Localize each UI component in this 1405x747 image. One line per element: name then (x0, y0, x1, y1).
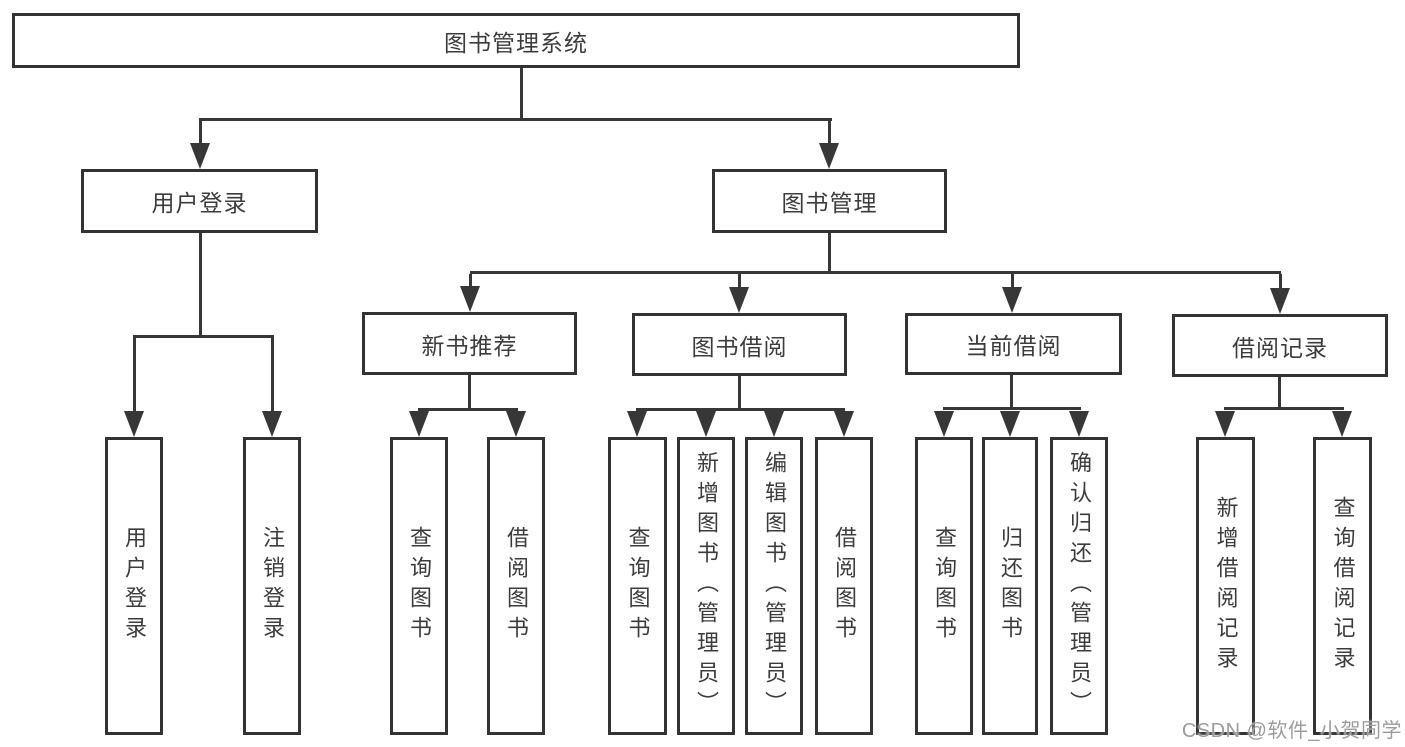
arrowhead-down-icon (1002, 287, 1022, 313)
connector-line (636, 408, 845, 411)
connector-line (468, 375, 471, 408)
connector-line (1279, 274, 1282, 292)
arrowhead-down-icon (764, 411, 784, 437)
leaf-query-books-recommend: 查询图书 (390, 437, 448, 735)
leaf-user-login: 用户登录 (105, 437, 163, 735)
connector-line (271, 338, 274, 415)
arrowhead-down-icon (124, 411, 144, 437)
leaf-label: 编辑图书（管理员） (762, 451, 787, 721)
connector-line (1224, 407, 1344, 410)
arrowhead-down-icon (934, 411, 954, 437)
connector-line (199, 121, 202, 147)
leaf-return-books: 归还图书 (982, 437, 1038, 735)
connector-line (418, 408, 518, 411)
connector-line (943, 407, 1081, 410)
node-current-borrowing: 当前借阅 (905, 313, 1122, 375)
arrowhead-down-icon (729, 287, 749, 313)
arrowhead-down-icon (506, 411, 526, 437)
arrowhead-down-icon (190, 143, 210, 169)
leaf-label: 确认归还（管理员） (1067, 451, 1092, 721)
leaf-edit-book-admin: 编辑图书（管理员） (745, 437, 803, 735)
leaf-label: 新增借阅记录 (1213, 496, 1239, 676)
node-book-borrowing: 图书借阅 (632, 313, 847, 376)
csdn-watermark: CSDN @软件_小贺同学 (1181, 720, 1402, 742)
connector-line (828, 121, 831, 147)
connector-line (199, 233, 202, 335)
arrowhead-down-icon (1332, 411, 1352, 437)
leaf-label: 借阅图书 (832, 526, 857, 646)
connector-line (1278, 377, 1281, 407)
connector-line (199, 118, 832, 121)
connector-line (738, 376, 741, 408)
connector-line (133, 335, 274, 338)
arrowhead-down-icon (460, 286, 480, 312)
arrowhead-down-icon (1215, 411, 1235, 437)
node-new-book-recommend: 新书推荐 (362, 312, 577, 375)
node-root-library-system: 图书管理系统 (12, 13, 1020, 68)
leaf-query-books-current: 查询图书 (915, 437, 973, 735)
leaf-label: 查询图书 (932, 526, 957, 646)
leaf-label: 查询图书 (407, 526, 432, 646)
arrowhead-down-icon (409, 411, 429, 437)
node-borrowing-records: 借阅记录 (1172, 314, 1388, 377)
arrowhead-down-icon (1000, 411, 1020, 437)
leaf-borrow-books-recommend: 借阅图书 (487, 437, 545, 735)
leaf-query-books-borrowing: 查询图书 (608, 437, 667, 735)
leaf-query-borrow-record: 查询借阅记录 (1313, 437, 1372, 735)
arrowhead-down-icon (1270, 288, 1290, 314)
connector-line (1011, 274, 1014, 291)
connector-line (520, 68, 523, 121)
connector-line (469, 274, 472, 290)
arrowhead-down-icon (834, 411, 854, 437)
leaf-label: 用户登录 (122, 526, 147, 646)
leaf-label: 借阅图书 (504, 526, 529, 646)
connector-line (1010, 375, 1013, 407)
leaf-confirm-return-admin: 确认归还（管理员） (1050, 437, 1108, 735)
arrowhead-down-icon (262, 411, 282, 437)
leaf-label: 查询图书 (625, 526, 651, 646)
node-book-management: 图书管理 (712, 169, 947, 233)
leaf-label: 新增图书（管理员） (694, 451, 719, 721)
arrowhead-down-icon (1069, 411, 1089, 437)
leaf-add-book-admin: 新增图书（管理员） (677, 437, 735, 735)
leaf-label: 归还图书 (998, 526, 1023, 646)
connector-line (470, 271, 1281, 274)
connector-line (828, 233, 831, 271)
connector-line (133, 338, 136, 415)
arrowhead-down-icon (627, 411, 647, 437)
node-user-login: 用户登录 (81, 169, 318, 233)
leaf-logout: 注销登录 (243, 437, 301, 735)
leaf-label: 查询借阅记录 (1330, 496, 1356, 676)
arrowhead-down-icon (819, 143, 839, 169)
leaf-borrow-books-borrowing: 借阅图书 (815, 437, 873, 735)
arrowhead-down-icon (696, 411, 716, 437)
connector-line (738, 274, 741, 291)
leaf-label: 注销登录 (260, 526, 285, 646)
leaf-add-borrow-record: 新增借阅记录 (1196, 437, 1255, 735)
